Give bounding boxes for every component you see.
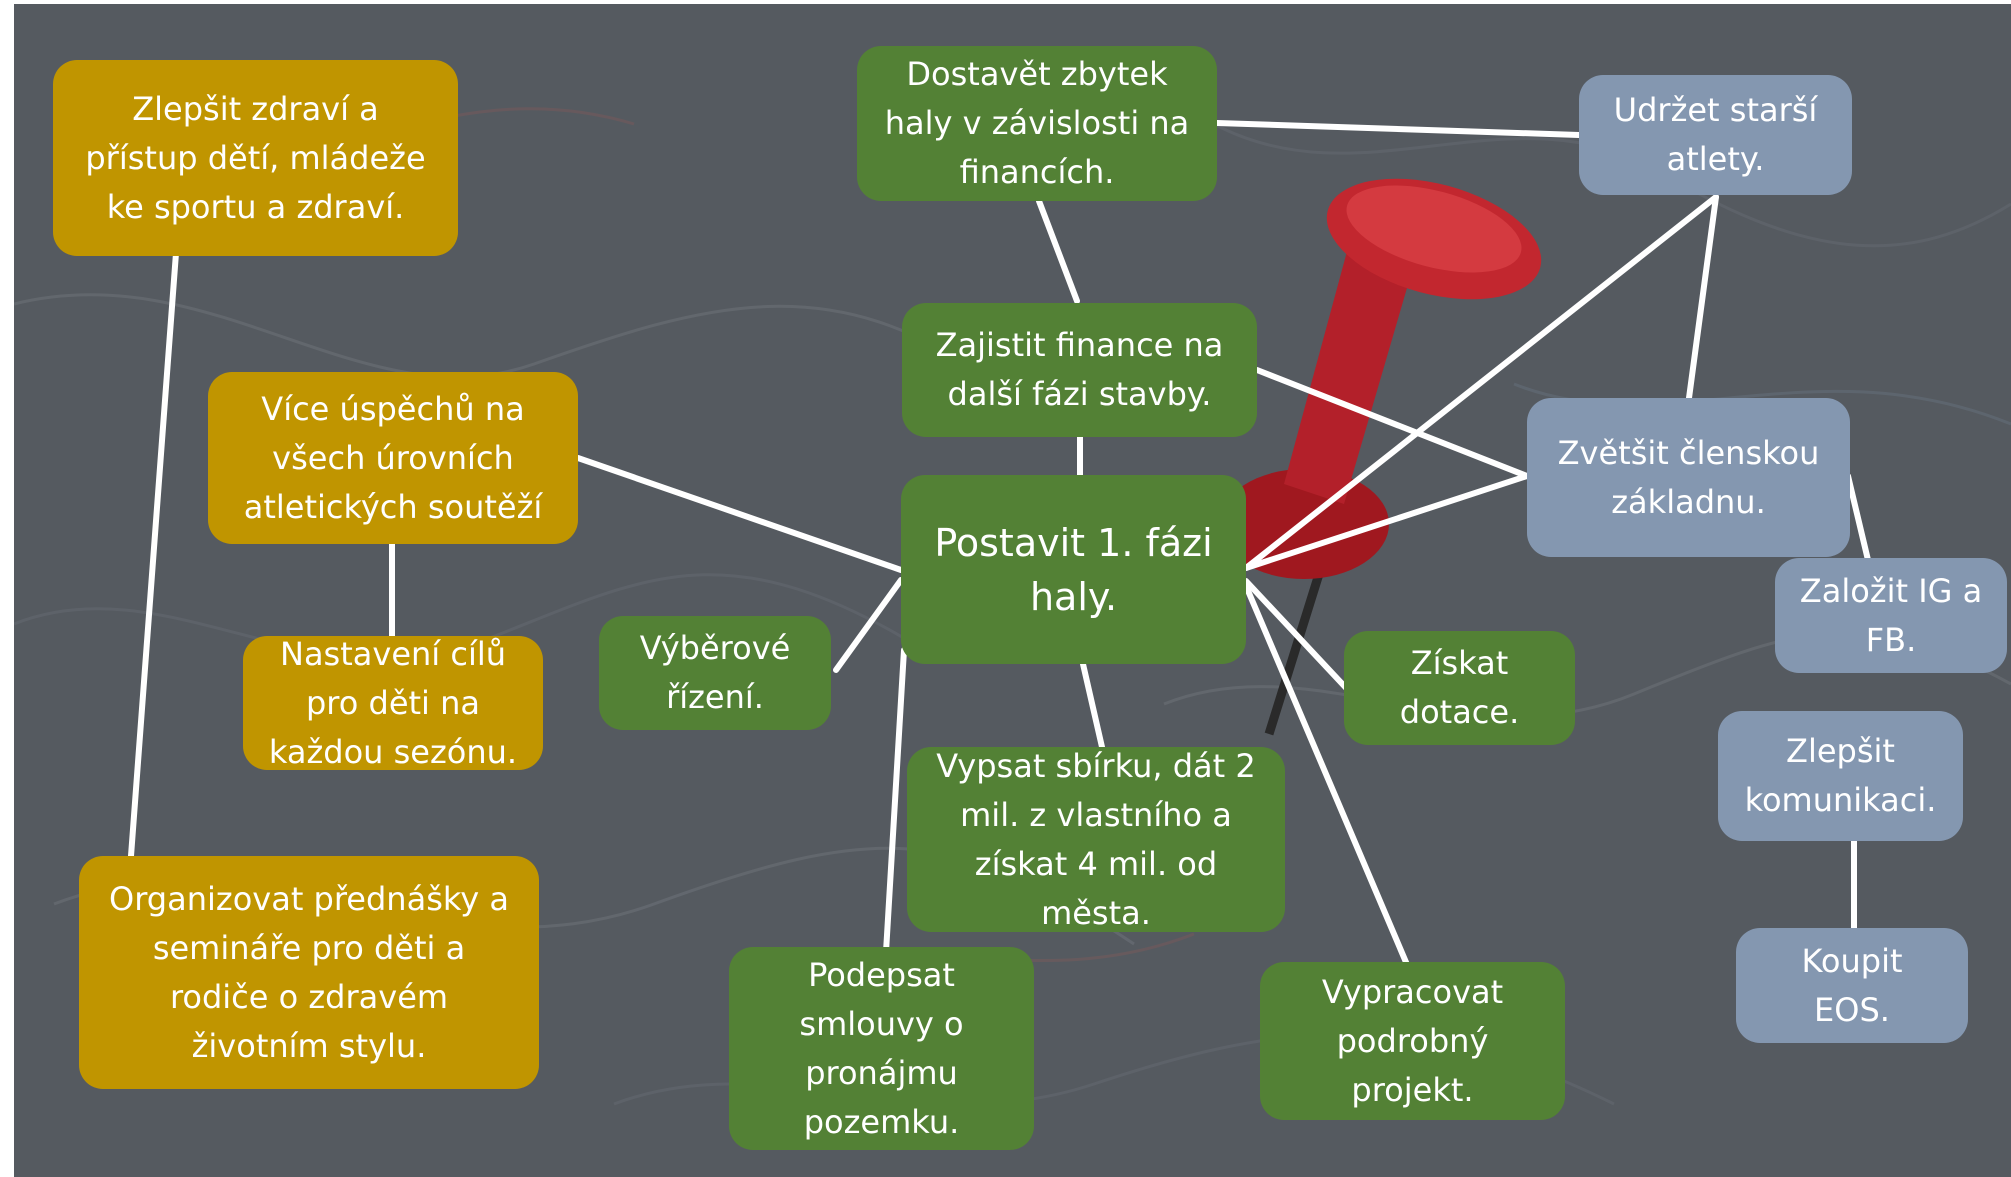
- node-vyberove-label: Výběrové řízení.: [639, 629, 791, 716]
- connector-udrzet-zvetsit: [1686, 194, 1719, 401]
- node-zlepsit-zdravi: Zlepšit zdraví a přístup dětí, mládeže k…: [53, 60, 458, 256]
- mind-map-slide: Zlepšit zdraví a přístup dětí, mládeže k…: [14, 4, 2011, 1177]
- connector-postavit-vyberove: [833, 577, 904, 673]
- node-zalozit: Založit IG a FB.: [1775, 558, 2007, 673]
- connector-lines: [128, 120, 1871, 984]
- node-podepsat-label: Podepsat smlouvy o pronájmu pozemku.: [799, 955, 964, 1141]
- node-zlepsit-zdravi-label: Zlepšit zdraví a přístup dětí, mládeže k…: [85, 89, 426, 226]
- node-ziskat-dotace-label: Získat dotace.: [1399, 644, 1520, 731]
- node-komunikace: Zlepšit komunikaci.: [1718, 711, 1963, 841]
- node-udrzet: Udržet starší atlety.: [1579, 75, 1852, 195]
- node-udrzet-label: Udržet starší atlety.: [1613, 91, 1818, 178]
- connector-postavit-udrzet: [1243, 194, 1719, 571]
- connector-dostavet-finance: [1036, 198, 1080, 304]
- node-nastaveni-cilu: Nastavení cílů pro děti na každou sezónu…: [243, 635, 543, 771]
- node-zajistit-finance-label: Zajistit finance na další fázi stavby.: [935, 326, 1224, 413]
- node-vyberove: Výběrové řízení.: [599, 616, 831, 730]
- node-koupit: Koupit EOS.: [1736, 928, 1968, 1043]
- node-nastaveni-cilu-label: Nastavení cílů pro děti na každou sezónu…: [268, 634, 518, 771]
- node-podepsat: Podepsat smlouvy o pronájmu pozemku.: [729, 947, 1034, 1150]
- node-vypsat: Vypsat sbírku, dát 2 mil. z vlastního a …: [907, 747, 1285, 932]
- connector-zdravi-organizovat: [128, 250, 179, 859]
- node-dostavet-label: Dostavět zbytek haly v závislosti na fin…: [884, 55, 1190, 191]
- node-vypsat-label: Vypsat sbírku, dát 2 mil. z vlastního a …: [936, 746, 1256, 932]
- connector-postavit-podepsat: [883, 647, 907, 955]
- node-organizovat-label: Organizovat přednášky a semináře pro dět…: [109, 879, 509, 1065]
- node-komunikace-label: Zlepšit komunikaci.: [1744, 732, 1937, 819]
- connector-uspechu-postavit: [575, 455, 904, 573]
- node-zvetsit-label: Zvětšit členskou základnu.: [1557, 433, 1820, 521]
- node-organizovat: Organizovat přednášky a semináře pro dět…: [79, 856, 539, 1089]
- connector-postavit-vypsat: [1080, 661, 1105, 750]
- node-vice-uspechu: Více úspěchů na všech úrovních atletický…: [208, 372, 578, 544]
- node-dostavet: Dostavět zbytek haly v závislosti na fin…: [857, 46, 1217, 201]
- node-zvetsit: Zvětšit členskou základnu.: [1527, 398, 1850, 557]
- connector-postavit-dotace: [1243, 578, 1351, 693]
- node-zajistit-finance: Zajistit finance na další fázi stavby.: [902, 303, 1257, 437]
- connector-zvetsit-zalozit: [1845, 473, 1871, 563]
- node-vice-uspechu-label: Více úspěchů na všech úrovních atletický…: [243, 389, 543, 526]
- connector-postavit-zvetsit: [1243, 473, 1530, 571]
- node-postavit: Postavit 1. fázi haly.: [901, 475, 1246, 664]
- node-vypracovat: Vypracovat podrobný projekt.: [1260, 962, 1565, 1120]
- connector-postavit-vypracovat: [1243, 583, 1417, 984]
- connector-finance-zvetsit: [1254, 367, 1530, 479]
- node-postavit-label: Postavit 1. fázi haly.: [934, 520, 1213, 619]
- node-koupit-label: Koupit EOS.: [1801, 941, 1903, 1029]
- node-zalozit-label: Založit IG a FB.: [1799, 571, 1983, 659]
- connector-dostavet-udrzet: [1214, 120, 1582, 138]
- node-vypracovat-label: Vypracovat podrobný projekt.: [1321, 972, 1504, 1109]
- node-ziskat-dotace: Získat dotace.: [1344, 631, 1575, 745]
